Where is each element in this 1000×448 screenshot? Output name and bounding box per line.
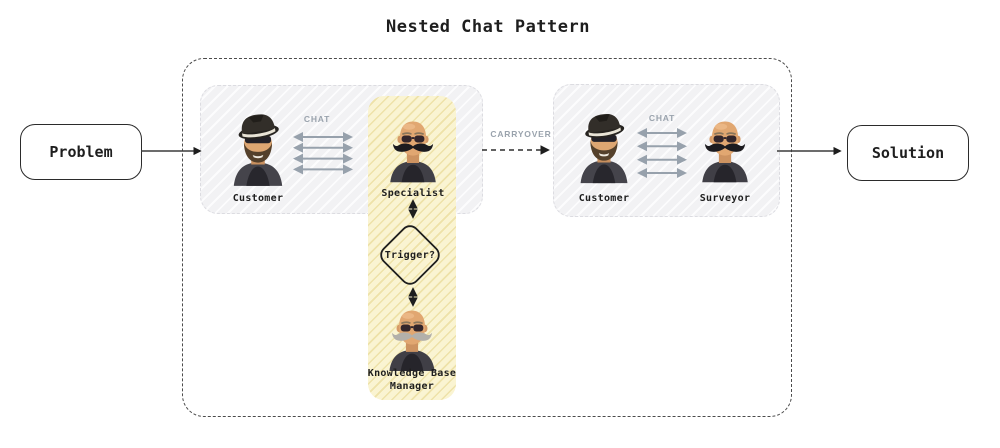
chat-1-label: CHAT bbox=[303, 114, 331, 124]
customer-2-avatar-icon bbox=[574, 111, 634, 184]
solution-node-label: Solution bbox=[871, 144, 945, 162]
group-to-solution-arrow bbox=[777, 146, 842, 156]
trigger-diamond bbox=[380, 225, 440, 285]
chat-group-2-box bbox=[553, 84, 780, 217]
surveyor-label: Surveyor bbox=[699, 193, 751, 204]
carryover-label: CARRYOVER bbox=[490, 129, 552, 139]
solution-node: Solution bbox=[847, 125, 969, 181]
chat-2-arrows-icon bbox=[637, 128, 687, 178]
chat-2-label: CHAT bbox=[648, 113, 676, 123]
diagram-title: Nested Chat Pattern bbox=[386, 17, 590, 37]
chat-1-arrows-icon bbox=[293, 132, 353, 175]
problem-node-label: Problem bbox=[49, 143, 113, 161]
nested-chat-group-container bbox=[182, 58, 792, 417]
kb-manager-label: Knowledge Base Manager bbox=[367, 368, 457, 392]
customer-1-avatar-icon bbox=[227, 112, 289, 186]
surveyor-avatar-icon bbox=[697, 114, 753, 184]
carryover-arrow bbox=[482, 145, 550, 155]
specialist-trigger-link bbox=[408, 199, 418, 219]
customer-1-label: Customer bbox=[232, 193, 284, 204]
trigger-kb-link bbox=[408, 287, 418, 307]
specialist-label: Specialist bbox=[381, 188, 445, 199]
customer-2-label: Customer bbox=[578, 193, 630, 204]
specialist-avatar-icon bbox=[385, 114, 441, 184]
trigger-label: Trigger? bbox=[384, 250, 436, 261]
problem-node: Problem bbox=[20, 124, 142, 180]
kb-manager-avatar-icon bbox=[384, 305, 440, 371]
problem-to-group-arrow bbox=[141, 146, 202, 156]
